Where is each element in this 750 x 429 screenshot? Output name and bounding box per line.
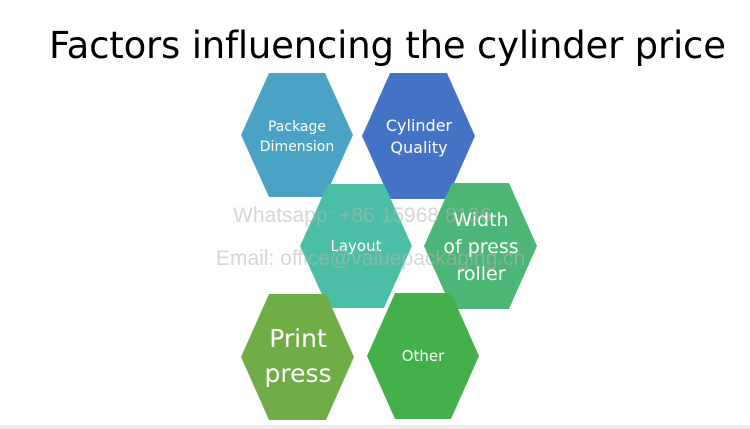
hexagon-print-press-shape bbox=[241, 294, 354, 420]
hexagon-width-of-press-roller-label-line-1: Width bbox=[453, 209, 508, 231]
hexagon-layout: Layout bbox=[300, 184, 412, 308]
hexagon-other-shape bbox=[367, 293, 479, 419]
hexagon-layout-label: Layout bbox=[331, 237, 382, 255]
hexagon-width-of-press-roller: Width of press roller bbox=[424, 183, 537, 309]
hexagon-package-dimension: Package Dimension bbox=[241, 73, 353, 197]
hexagon-other: Other bbox=[367, 293, 479, 419]
hexagon-cylinder-quality-label-line-1: Cylinder bbox=[386, 116, 453, 135]
hexagon-cylinder-quality-shape bbox=[362, 73, 475, 199]
bottom-divider bbox=[0, 425, 750, 429]
hexagon-cylinder-quality: Cylinder Quality bbox=[362, 73, 475, 199]
hexagon-width-of-press-roller-shape bbox=[424, 183, 537, 309]
hexagon-width-of-press-roller-label-line-2: of press bbox=[443, 236, 518, 258]
hexagon-other-label: Other bbox=[402, 347, 445, 365]
hexagon-width-of-press-roller-label-line-3: roller bbox=[456, 263, 505, 285]
hexagon-layout-shape bbox=[300, 184, 412, 308]
hexagon-print-press: Print press bbox=[241, 294, 354, 420]
hexagon-print-press-label-line-2: press bbox=[264, 359, 331, 388]
hexagon-print-press-label-line-1: Print bbox=[269, 324, 327, 353]
slide-title: Factors influencing the cylinder price bbox=[49, 24, 726, 67]
hexagon-package-dimension-shape bbox=[241, 73, 353, 197]
hexagon-cylinder-quality-label-line-2: Quality bbox=[390, 138, 447, 157]
hexagon-package-dimension-label-line-1: Package bbox=[268, 119, 326, 135]
hexagon-package-dimension-label-line-2: Dimension bbox=[260, 139, 334, 155]
